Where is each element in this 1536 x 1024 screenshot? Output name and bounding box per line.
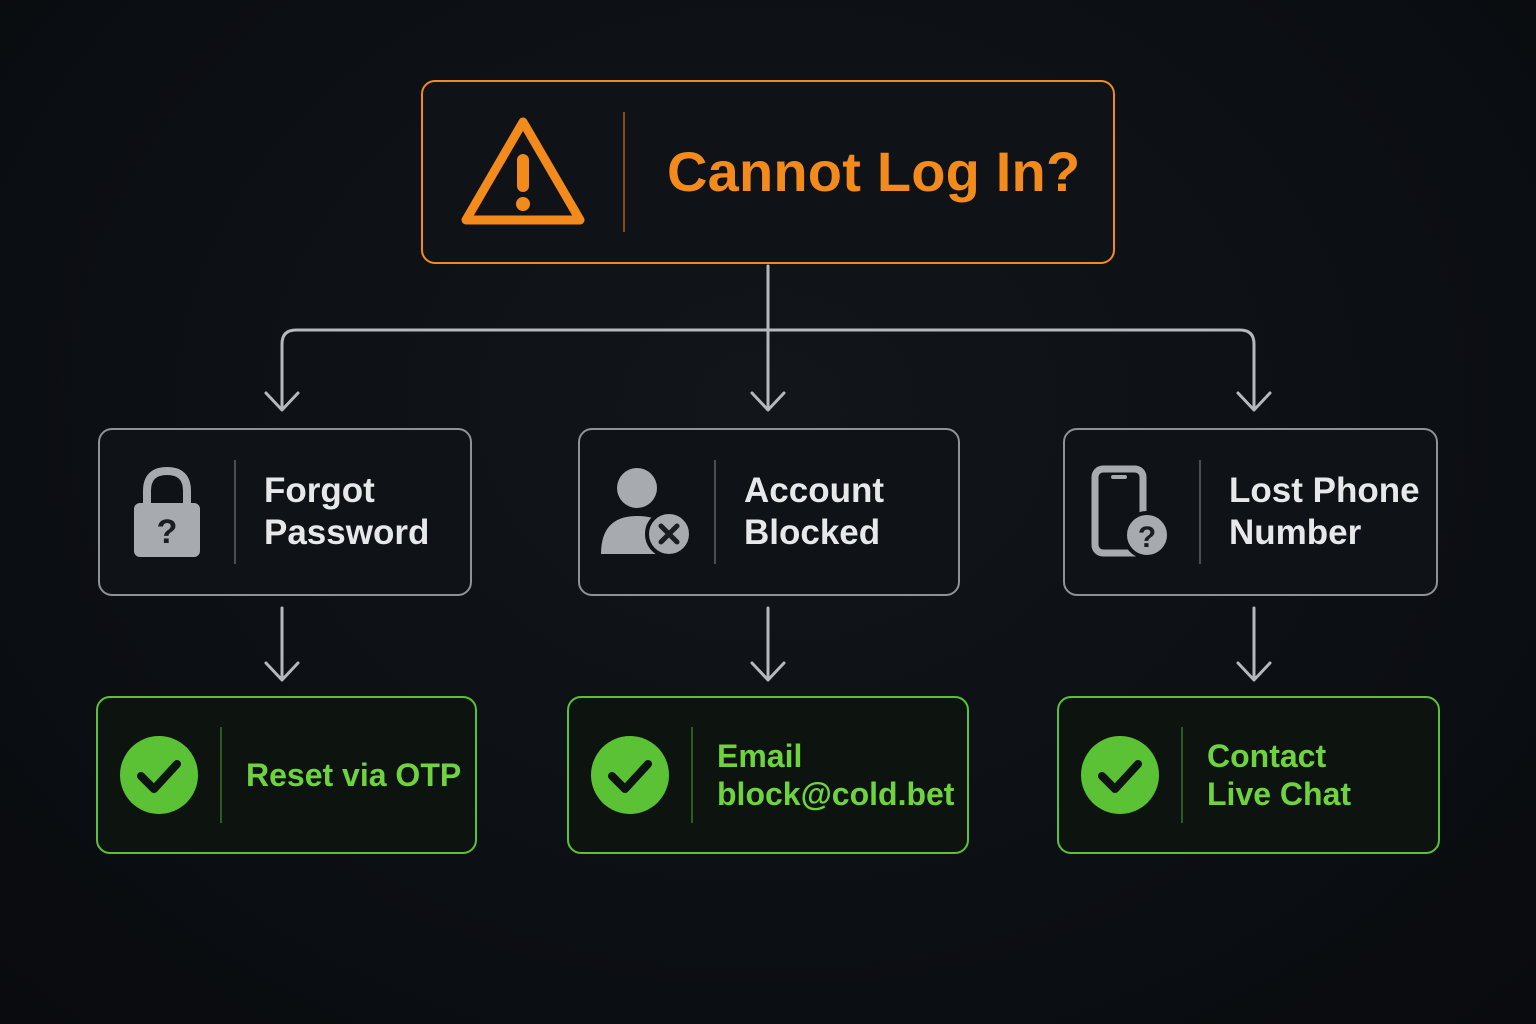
solution-reset-via-otp: Reset via OTP [96, 696, 477, 854]
check-circle-icon [98, 698, 220, 852]
solution-label: Contact Live Chat [1183, 737, 1351, 814]
problem-divider [1199, 460, 1201, 564]
connector-branch-right [766, 328, 1256, 410]
problem-label: Lost Phone Number [1201, 470, 1420, 554]
problem-label-line2: Password [264, 513, 430, 552]
solution-label-line1: Contact [1207, 737, 1327, 774]
problem-divider [234, 460, 236, 564]
solution-label: Email block@cold.bet [693, 737, 954, 814]
lock-question-icon: ? [100, 430, 234, 594]
arrowhead-to-chat [1236, 661, 1272, 682]
user-blocked-icon [580, 430, 714, 594]
solution-divider [1181, 727, 1183, 823]
solution-label-line1: Reset via OTP [246, 756, 462, 793]
solution-email: Email block@cold.bet [567, 696, 969, 854]
problem-lost-phone-number: ? Lost Phone Number [1063, 428, 1438, 596]
problem-label: Forgot Password [236, 470, 429, 554]
problem-forgot-password: ? Forgot Password [98, 428, 472, 596]
warning-triangle-icon [423, 82, 623, 262]
solution-label: Reset via OTP [222, 756, 461, 794]
arrowhead-to-forgot-password [264, 391, 300, 412]
root-title: Cannot Log In? [667, 140, 1081, 204]
phone-question-icon: ? [1065, 430, 1199, 594]
problem-label-line1: Forgot [264, 471, 375, 510]
problem-account-blocked: Account Blocked [578, 428, 960, 596]
check-circle-icon [1059, 698, 1181, 852]
check-circle-icon [569, 698, 691, 852]
root-divider [623, 112, 625, 232]
solution-divider [691, 727, 693, 823]
problem-divider [714, 460, 716, 564]
arrowhead-to-email [750, 661, 786, 682]
problem-label: Account Blocked [716, 470, 884, 554]
svg-text:?: ? [1138, 521, 1156, 554]
solution-divider [220, 727, 222, 823]
arrowhead-to-reset [264, 661, 300, 682]
arrowhead-to-lost-phone [1236, 391, 1272, 412]
svg-text:?: ? [157, 513, 178, 551]
problem-label-line1: Lost Phone [1229, 471, 1420, 510]
problem-label-line1: Account [744, 471, 884, 510]
solution-label-line1: Email [717, 737, 803, 774]
solution-label-line2: block@cold.bet [717, 776, 955, 812]
arrowhead-to-account-blocked [750, 391, 786, 412]
solution-label-line2: Live Chat [1207, 776, 1352, 812]
solution-contact-live-chat: Contact Live Chat [1057, 696, 1440, 854]
problem-label-line2: Number [1229, 513, 1362, 552]
root-node-cannot-log-in: Cannot Log In? [421, 80, 1115, 264]
problem-label-line2: Blocked [744, 513, 881, 552]
connector-branch-left [280, 328, 770, 410]
